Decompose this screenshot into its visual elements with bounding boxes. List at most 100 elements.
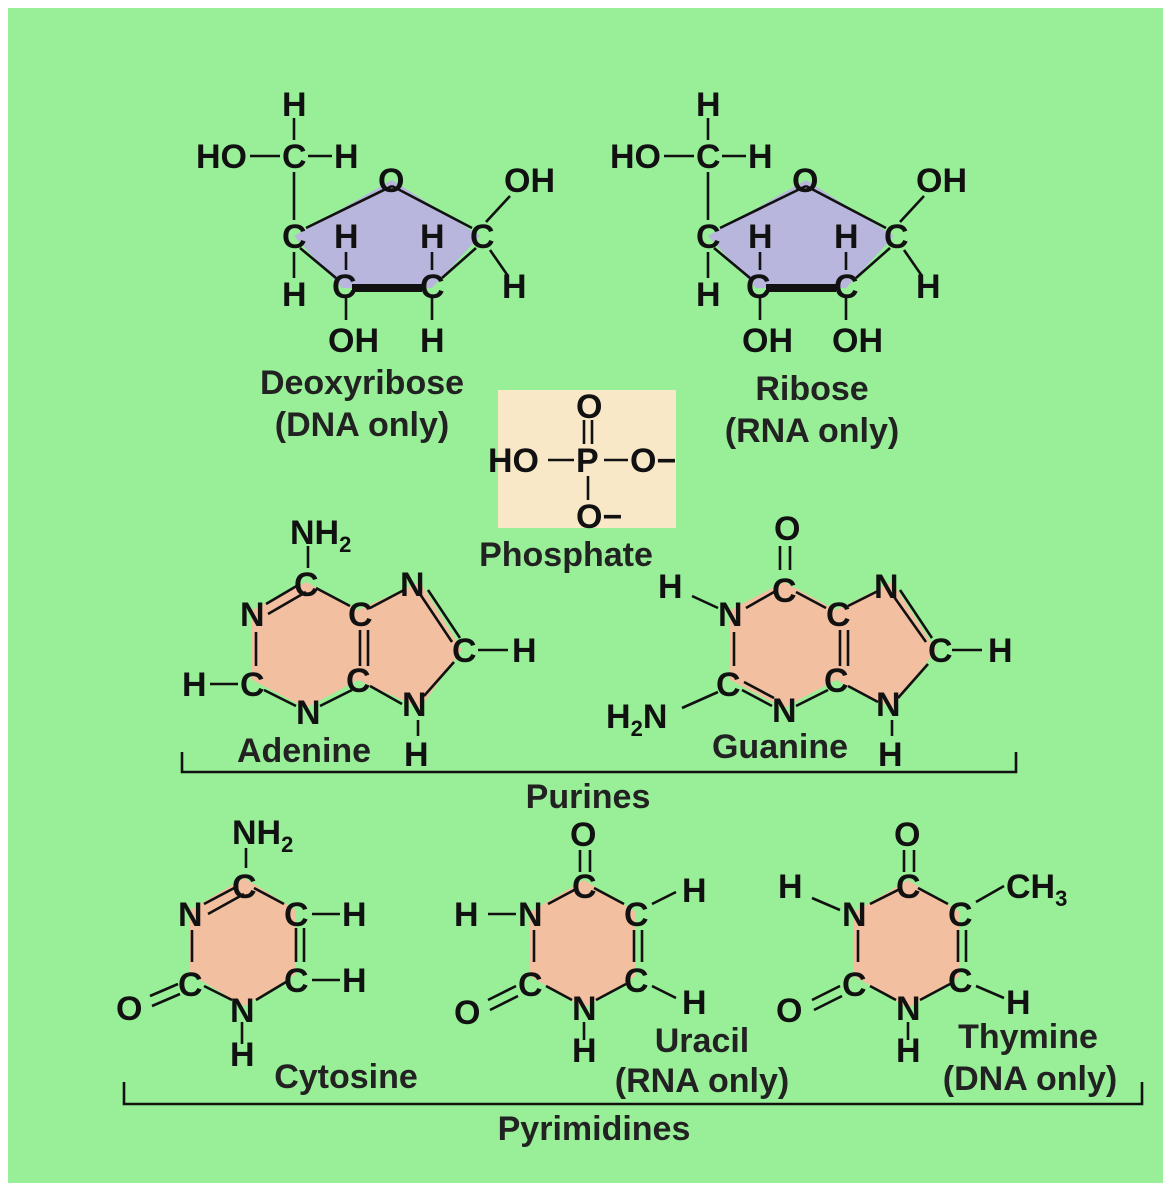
atom-oh: OH xyxy=(832,322,883,360)
atom-h: H xyxy=(342,962,367,1000)
uracil-ring xyxy=(530,880,636,1008)
atom-h: H xyxy=(988,632,1013,670)
atom-h: H xyxy=(230,1036,255,1074)
atom-n: N xyxy=(842,896,867,934)
ribose-note: (RNA only) xyxy=(725,412,899,450)
uracil-label: Uracil xyxy=(655,1022,750,1060)
methyl-group: CH3 xyxy=(1006,868,1067,911)
adenine-molecule: NH2 C N C N C H H C C N N H Adenine xyxy=(182,514,537,774)
atom-h: H xyxy=(502,268,527,306)
guanine-molecule: O H C N C N C H C C N N H2N H Guanine xyxy=(606,510,1013,774)
adenine-label: Adenine xyxy=(237,732,371,770)
thymine-ring xyxy=(854,880,960,1008)
atom-o: O xyxy=(774,510,800,548)
deoxyribose-label: Deoxyribose xyxy=(260,364,464,402)
atom-n: N xyxy=(296,694,321,732)
phosphorus-atom: P xyxy=(576,442,599,480)
atom-c: C xyxy=(928,632,953,670)
atom-c: C xyxy=(824,662,849,700)
atom-h: H xyxy=(334,218,359,256)
purines-bracket xyxy=(180,752,1018,774)
atom-oh: OH xyxy=(328,322,379,360)
atom-o: O xyxy=(776,992,802,1030)
atom-h: H xyxy=(696,276,721,314)
atom-h: H xyxy=(342,896,367,934)
amino-group: NH2 xyxy=(232,814,293,857)
atom-c: C xyxy=(834,268,859,306)
phosphate-box xyxy=(498,390,676,528)
atom-oh: OH xyxy=(916,162,967,200)
atom-h: H xyxy=(420,322,445,360)
uracil-molecule: O C H H N C C C H O N H Uracil (RNA only… xyxy=(454,816,789,1100)
atom-o: O xyxy=(116,990,142,1028)
atom-o: O xyxy=(454,994,480,1032)
atom-h: H xyxy=(512,632,537,670)
atom-c: C xyxy=(746,268,771,306)
atom-h: H xyxy=(682,984,707,1022)
atom-c: C xyxy=(284,962,309,1000)
atom-c: C xyxy=(624,962,649,1000)
atom-h: H xyxy=(696,86,721,124)
atom-oh: OH xyxy=(742,322,793,360)
atom-c: C xyxy=(772,572,797,610)
atom-c: C xyxy=(240,666,265,704)
cytosine-label: Cytosine xyxy=(274,1058,418,1096)
deoxyribose-molecule: H HO C H O OH C H H C H C C H OH H Deoxy… xyxy=(196,86,555,444)
atom-n: N xyxy=(230,992,255,1030)
atom-n: N xyxy=(400,566,425,604)
atom-c: C xyxy=(294,566,319,604)
atom-ho: HO xyxy=(488,442,539,480)
atom-o: O xyxy=(570,816,596,854)
pyrimidines-label: Pyrimidines xyxy=(498,1110,691,1148)
atom-c: C xyxy=(282,138,307,176)
atom-h: H xyxy=(282,276,307,314)
atom-n: N xyxy=(402,686,427,724)
atom-c: C xyxy=(348,596,373,634)
atom-c: C xyxy=(948,962,973,1000)
atom-c: C xyxy=(842,966,867,1004)
atom-h: H xyxy=(916,268,941,306)
adenine-ring xyxy=(252,582,462,708)
atom-h: H xyxy=(682,872,707,910)
atom-h: H xyxy=(334,138,359,176)
atom-h: H xyxy=(896,1032,921,1070)
atom-c: C xyxy=(232,868,257,906)
atom-c: C xyxy=(696,218,721,256)
thymine-note: (DNA only) xyxy=(943,1060,1117,1098)
atom-h: H xyxy=(1006,984,1031,1022)
deoxyribose-note: (DNA only) xyxy=(275,406,449,444)
atom-c: C xyxy=(178,966,203,1004)
atom-c: C xyxy=(896,868,921,906)
phosphate-molecule: O HO P O− O− Phosphate xyxy=(479,388,676,574)
atom-h: H xyxy=(748,218,773,256)
guanine-label: Guanine xyxy=(712,728,848,766)
atom-c: C xyxy=(332,268,357,306)
atom-n: N xyxy=(876,686,901,724)
atom-ho: HO xyxy=(610,138,661,176)
atom-o: O xyxy=(576,388,602,426)
amino-group: H2N xyxy=(606,698,667,741)
atom-h: H xyxy=(834,218,859,256)
ribose-label: Ribose xyxy=(755,370,868,408)
atom-c: C xyxy=(284,896,309,934)
atom-h: H xyxy=(420,218,445,256)
atom-c: C xyxy=(518,966,543,1004)
atom-c: C xyxy=(420,268,445,306)
atom-c: C xyxy=(452,632,477,670)
atom-c: C xyxy=(696,138,721,176)
atom-c: C xyxy=(826,596,851,634)
phosphate-label: Phosphate xyxy=(479,536,653,574)
atom-c: C xyxy=(470,218,495,256)
atom-n: N xyxy=(572,990,597,1028)
ring-oxygen: O xyxy=(792,162,818,200)
purines-label: Purines xyxy=(526,778,651,816)
atom-h: H xyxy=(658,568,683,606)
atom-h: H xyxy=(748,138,773,176)
ribose-molecule: H HO C H O OH C H H C H C C H OH OH Ribo… xyxy=(610,86,967,450)
uracil-note: (RNA only) xyxy=(615,1062,789,1100)
atom-c: C xyxy=(282,218,307,256)
atom-n: N xyxy=(896,990,921,1028)
ring-oxygen: O xyxy=(378,162,404,200)
